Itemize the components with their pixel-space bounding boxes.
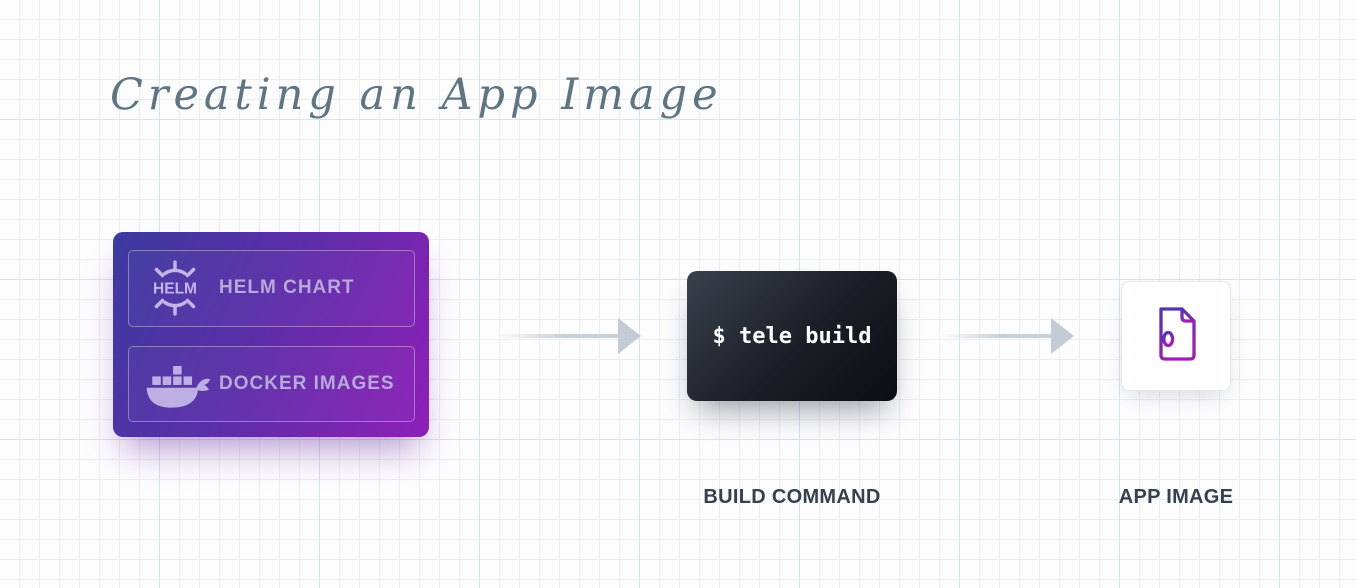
arrow-build-to-app-image: [940, 318, 1074, 354]
arrow-shaft: [940, 334, 1053, 338]
arrow-shaft: [497, 334, 619, 338]
helm-chart-label: HELM CHART: [219, 277, 355, 299]
helm-icon: HELM: [139, 259, 211, 317]
helm-icon-text: HELM: [153, 281, 197, 298]
docker-images-label: DOCKER IMAGES: [219, 372, 395, 394]
docker-images-row: DOCKER IMAGES: [128, 345, 415, 422]
terminal-card: $ tele build: [687, 271, 897, 401]
sources-card: HELM HELM CHART DOCKER IMAGES: [113, 232, 429, 437]
zip-file-icon: [1151, 304, 1201, 369]
app-image-card: [1121, 281, 1231, 391]
page-title: Creating an App Image: [110, 70, 723, 120]
terminal-command: $ tele build: [712, 323, 872, 349]
docker-icon: [139, 355, 211, 413]
helm-chart-row: HELM HELM CHART: [128, 250, 415, 327]
build-command-caption: BUILD COMMAND: [703, 486, 881, 508]
arrow-head-icon: [618, 318, 641, 354]
app-image-caption: APP IMAGE: [1118, 486, 1234, 508]
arrow-sources-to-build: [497, 318, 641, 354]
arrow-head-icon: [1051, 318, 1074, 354]
